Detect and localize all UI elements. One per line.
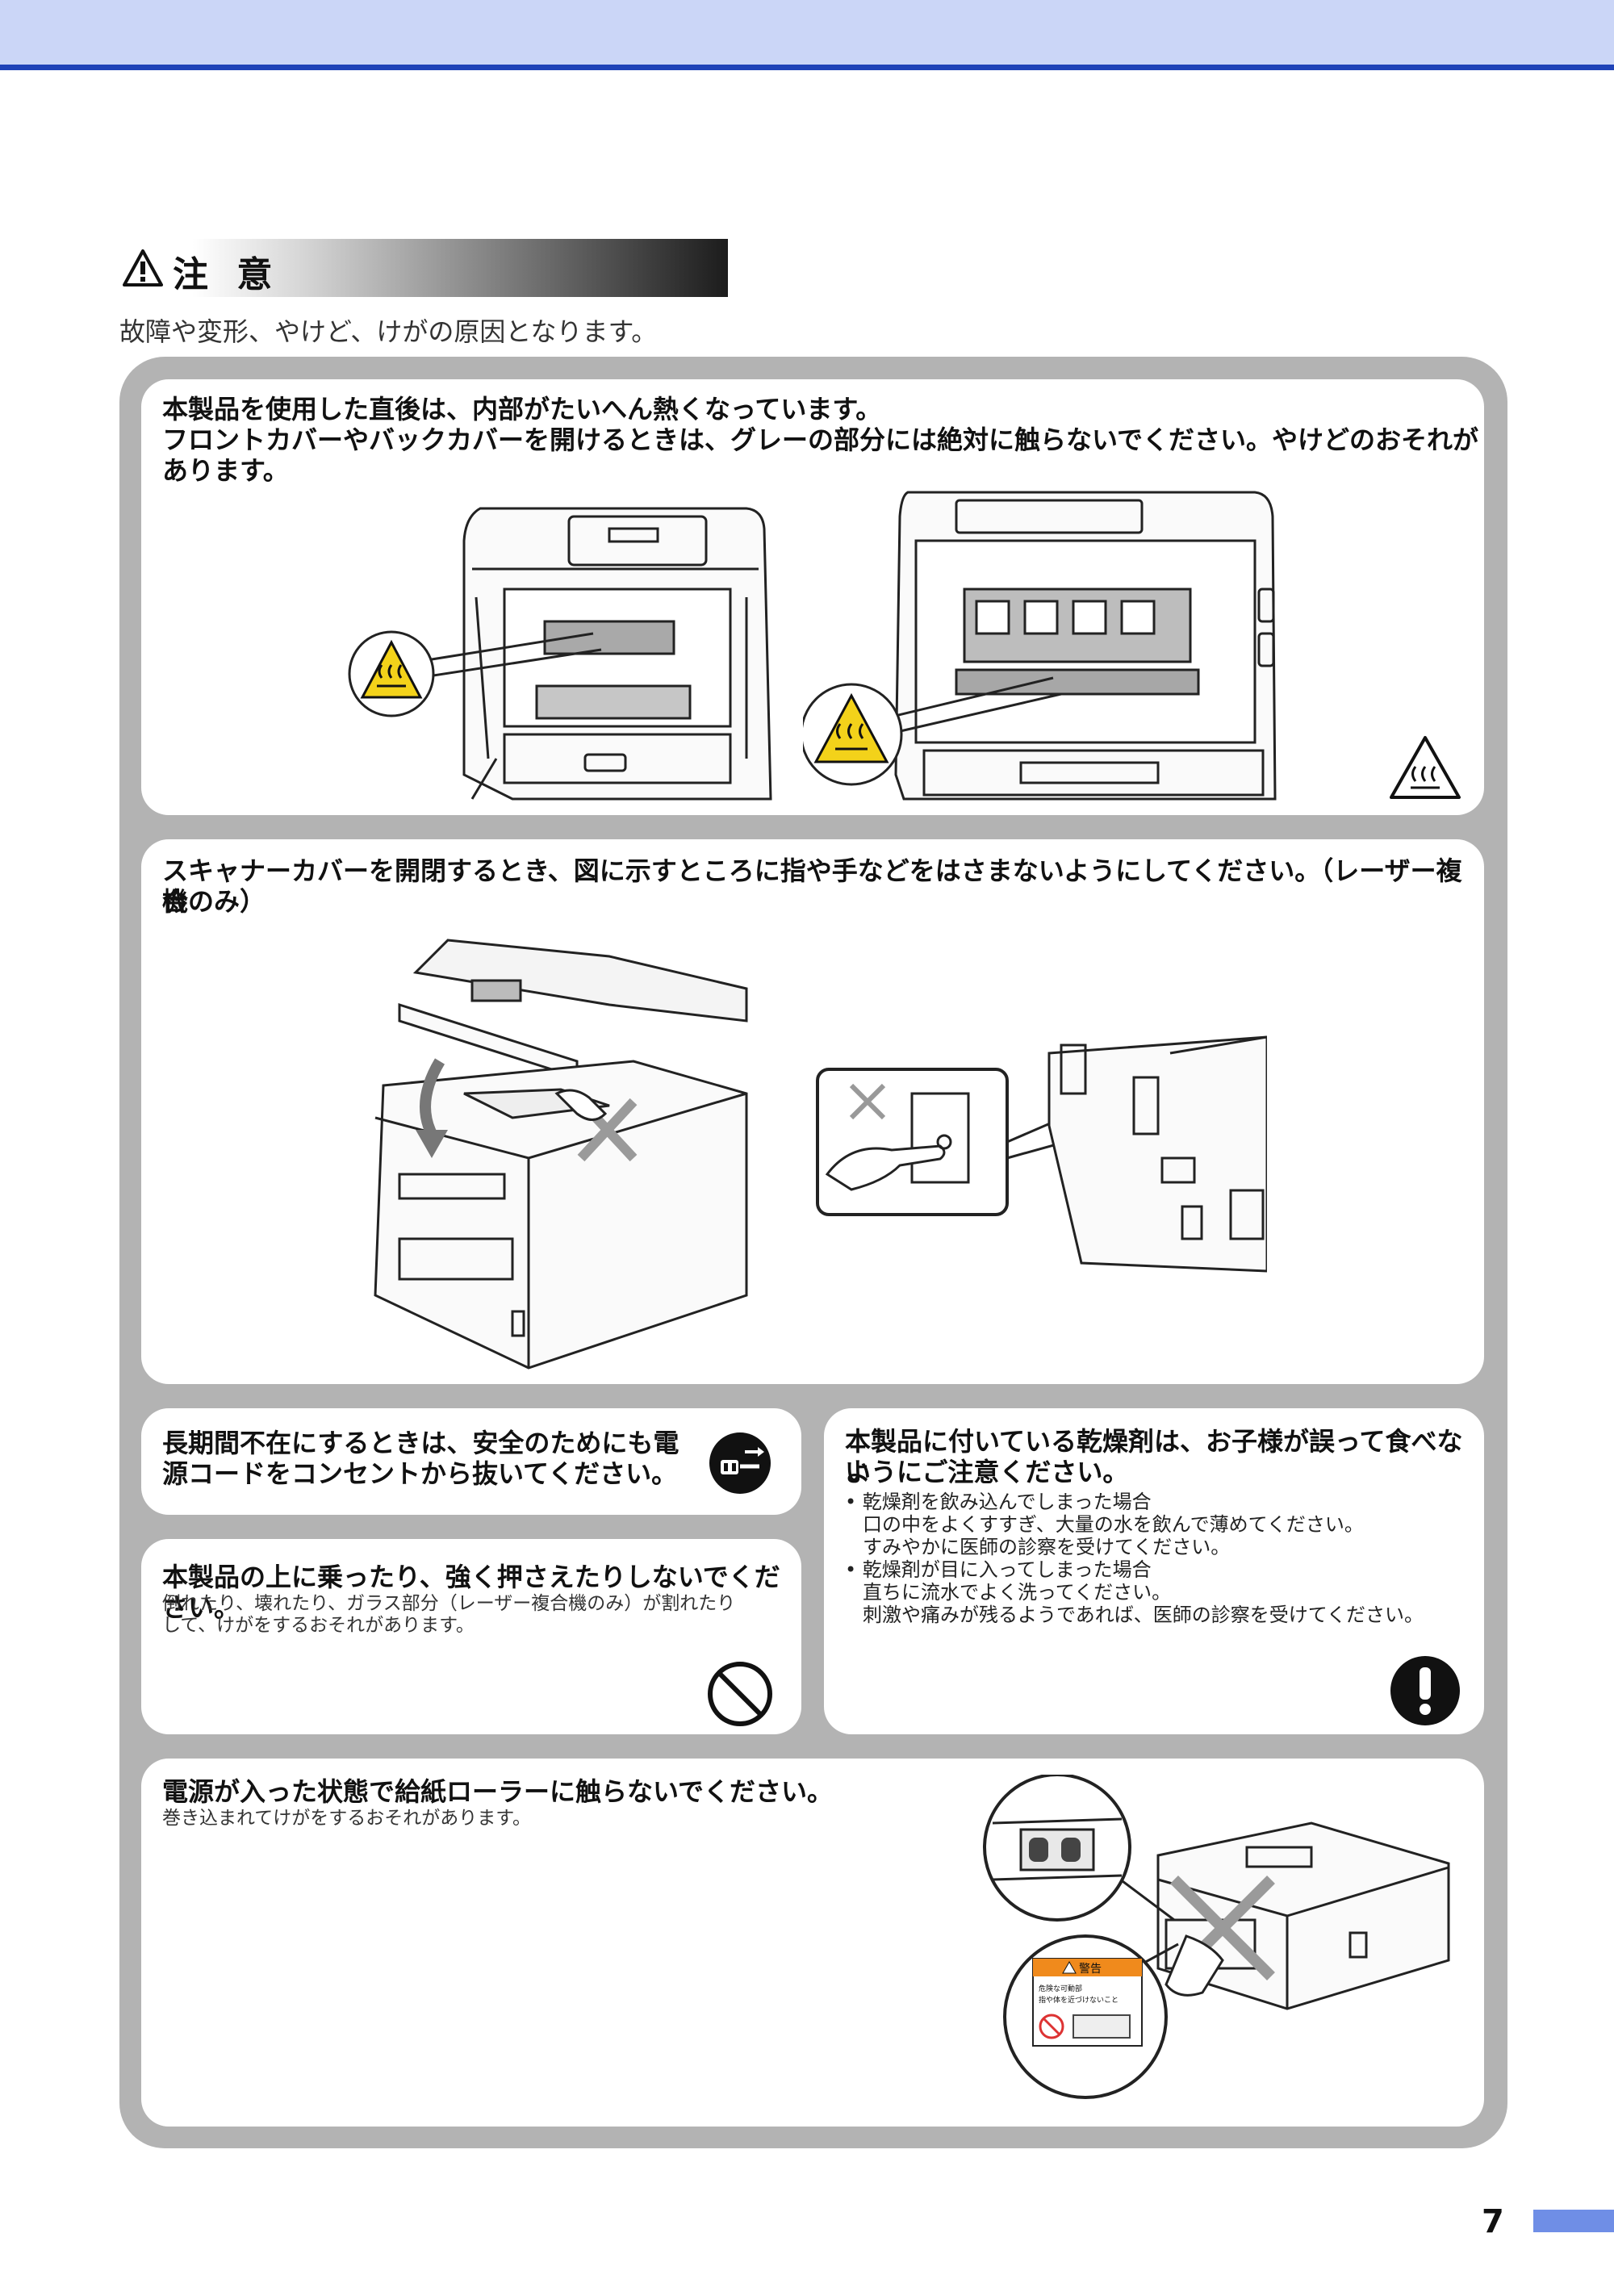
bullet-eyes-line-2: 刺激や痛みが残るようであれば、医師の診察を受けてください。: [863, 1604, 1424, 1626]
panel-hot-line-2: フロントカバーやバックカバーを開けるときは、グレーの部分には絶対に触らないでくだ…: [162, 424, 1479, 455]
panel-unplug-line-1: 長期間不在にするときは、安全のためにも電: [162, 1428, 679, 1458]
printer-back-open-illustration: [803, 491, 1277, 801]
bullet-eyes: • 乾燥剤が目に入ってしまった場合: [845, 1558, 1152, 1581]
panel-press-body-2: して、けがをするおそれがあります。: [162, 1615, 475, 1636]
caution-description: 故障や変形、やけど、けがの原因となります。: [119, 316, 658, 347]
hinge-pinch-detail-illustration: [816, 1035, 1267, 1273]
unplug-instruction-icon: [709, 1432, 771, 1494]
panel-scanner-line-1: スキャナーカバーを開閉するとき、図に示すところに指や手などをはさまないようにして…: [162, 855, 1462, 917]
page-tab-marker: [1533, 2210, 1614, 2232]
panel-scanner-cover: スキャナーカバーを開閉するとき、図に示すところに指や手などをはさまないようにして…: [141, 839, 1484, 1384]
panel-hot-surface: 本製品を使用した直後は、内部がたいへん熱くなっています。 フロントカバーやバック…: [141, 379, 1484, 815]
top-rule: [0, 65, 1614, 70]
caution-title: 注 意: [173, 254, 281, 295]
mfc-scanner-open-illustration: [374, 939, 748, 1370]
panel-press-body-1: 倒れたり、壊れたり、ガラス部分（レーザー複合機のみ）が割れたり: [162, 1593, 736, 1614]
panel-press-title: 本製品の上に乗ったり、強く押さえたりしないでください。: [162, 1562, 780, 1623]
panel-feed-roller: 電源が入った状態で給紙ローラーに触らないでください。 巻き込まれてけがをするおそ…: [141, 1759, 1484, 2127]
prohibition-icon: [708, 1662, 772, 1726]
panel-do-not-press: 本製品の上に乗ったり、強く押さえたりしないでください。 倒れたり、壊れたり、ガラ…: [141, 1539, 801, 1734]
panel-unplug-line-2: 源コードをコンセントから抜いてください。: [162, 1458, 678, 1489]
bullet-eyes-line-1: 直ちに流水でよく洗ってください。: [863, 1581, 1172, 1604]
panel-unplug: 長期間不在にするときは、安全のためにも電 源コードをコンセントから抜いてください…: [141, 1408, 801, 1515]
caution-header: 注 意: [119, 239, 728, 297]
bullet-swallowed-line-2: すみやかに医師の診察を受けてください。: [863, 1536, 1231, 1558]
bullet-swallowed-title: 乾燥剤を飲み込んでしまった場合: [862, 1491, 1152, 1513]
feed-roller-illustration: 警告 危険な可動部 指や体を近づけないこと: [983, 1775, 1450, 2099]
panel-hot-line-3: あります。: [162, 455, 289, 486]
page-number: 7: [1482, 2203, 1504, 2240]
panel-desiccant-line-2: ようにご注意ください。: [845, 1457, 1129, 1487]
panel-roller-title: 電源が入った状態で給紙ローラーに触らないでください。: [162, 1776, 834, 1807]
panel-desiccant: 本製品に付いている乾燥剤は、お子様が誤って食べない ようにご注意ください。 • …: [824, 1408, 1484, 1734]
bullet-swallowed-line-1: 口の中をよくすすぎ、大量の水を飲んで薄めてください。: [863, 1513, 1364, 1536]
label-warning-text: 警告: [1079, 1963, 1102, 1976]
panel-roller-body: 巻き込まれてけがをするおそれがあります。: [162, 1808, 532, 1829]
top-band: [0, 0, 1614, 65]
panel-scanner-line-2: 機のみ）: [162, 886, 266, 917]
panel-desiccant-line-1: 本製品に付いている乾燥剤は、お子様が誤って食べない: [845, 1426, 1463, 1487]
printer-front-open-illustration: [348, 507, 772, 801]
mandatory-action-icon: [1390, 1656, 1460, 1725]
bullet-eyes-title: 乾燥剤が目に入ってしまった場合: [862, 1558, 1152, 1581]
bullet-swallowed: • 乾燥剤を飲み込んでしまった場合: [845, 1491, 1152, 1513]
panel-hot-line-1: 本製品を使用した直後は、内部がたいへん熱くなっています。: [162, 394, 882, 424]
warning-triangle-icon: [123, 249, 163, 286]
label-line-2: 指や体を近づけないこと: [1039, 1995, 1119, 2005]
hot-surface-warning-icon: [1390, 736, 1461, 799]
label-line-1: 危険な可動部: [1039, 1984, 1082, 1993]
